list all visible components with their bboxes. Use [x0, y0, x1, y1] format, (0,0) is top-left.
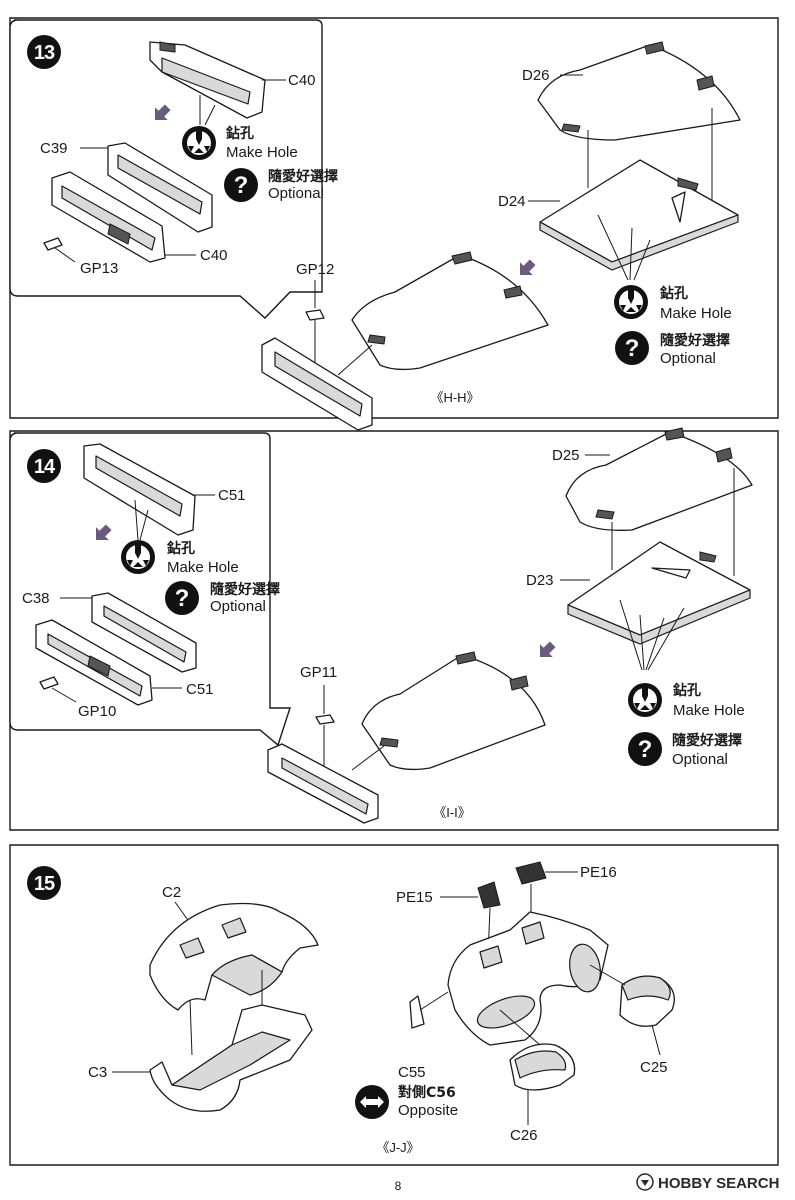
purple-arrow-icon [513, 255, 540, 282]
part-c38 [91, 592, 197, 673]
part-d23 [567, 541, 751, 645]
make-hole-cn: 鉆孔 [673, 682, 701, 699]
part-c40-bottom [51, 171, 166, 263]
part-gp11 [315, 714, 335, 725]
question-mark-icon [165, 581, 199, 615]
optional-cn: 隨愛好選擇 [672, 732, 742, 749]
watermark: HOBBY SEARCH [636, 1173, 779, 1192]
label-d26: D26 [522, 67, 550, 84]
part-pe16 [515, 861, 547, 885]
label-d24: D24 [498, 193, 526, 210]
label-d23: D23 [526, 572, 554, 589]
label-c55: C55 [398, 1064, 426, 1081]
optional-cn: 隨愛好選擇 [268, 168, 338, 185]
drill-hole-icon [628, 683, 662, 717]
label-d25: D25 [552, 447, 580, 464]
step-number: 14 [34, 456, 56, 478]
question-mark-icon [224, 168, 258, 202]
part-c51-top [83, 443, 196, 536]
part-d25 [565, 427, 753, 531]
step-15-badge: 15 [27, 866, 61, 900]
section-label-j: 《J-J》 [376, 1140, 419, 1155]
drill-hole-icon [182, 126, 216, 160]
step-14-panel: 14 C51 鉆孔 Make Hole 隨愛好選擇 Optional C38 C… [9, 427, 779, 831]
make-hole-en: Make Hole [226, 144, 298, 161]
part-c25 [619, 975, 675, 1027]
section-label-i: 《I-I》 [433, 805, 471, 820]
question-mark-icon [628, 732, 662, 766]
make-hole-en: Make Hole [660, 305, 732, 322]
step-13-panel: 13 C40 鉆孔 Make Hole 隨愛好選擇 Optional C39 [9, 17, 779, 431]
part-c51-bottom [35, 619, 153, 706]
watermark-text: HOBBY SEARCH [658, 1175, 779, 1192]
make-hole-en: Make Hole [167, 559, 239, 576]
part-c3 [149, 1004, 313, 1112]
label-pe16: PE16 [580, 864, 617, 881]
part-c2 [149, 902, 319, 1011]
opposite-en: Opposite [398, 1102, 458, 1119]
label-c25: C25 [640, 1059, 668, 1076]
assembly-i [267, 651, 546, 824]
label-c26: C26 [510, 1127, 538, 1144]
make-hole-cn: 鉆孔 [226, 125, 254, 142]
double-arrow-icon [355, 1085, 389, 1119]
page-number: 8 [395, 1179, 402, 1193]
part-c26 [509, 1043, 576, 1091]
optional-cn: 隨愛好選擇 [210, 581, 280, 598]
label-c38: C38 [22, 590, 50, 607]
part-c39 [107, 142, 213, 233]
label-gp12: GP12 [296, 261, 334, 278]
drill-hole-icon [121, 540, 155, 574]
step-number: 13 [34, 42, 55, 64]
label-gp13: GP13 [80, 260, 118, 277]
make-hole-cn: 鉆孔 [660, 285, 688, 302]
step-number: 15 [34, 873, 55, 895]
label-c51-bottom: C51 [186, 681, 214, 698]
part-d24 [539, 159, 739, 271]
part-d26 [537, 41, 741, 141]
step-15-frame [9, 844, 779, 1166]
label-c39: C39 [40, 140, 68, 157]
step-15-panel: 15 C2 C3 PE15 PE16 [9, 844, 779, 1166]
label-gp10: GP10 [78, 703, 116, 720]
optional-en: Optional [672, 751, 728, 768]
make-hole-cn: 鉆孔 [167, 540, 195, 557]
optional-en: Optional [210, 598, 266, 615]
label-c51-top: C51 [218, 487, 246, 504]
question-mark-icon [615, 331, 649, 365]
part-gp10 [39, 676, 59, 690]
make-hole-en: Make Hole [673, 702, 745, 719]
purple-arrow-icon [533, 637, 560, 664]
section-label-h: 《H-H》 [430, 390, 479, 405]
part-c40-top [149, 41, 266, 119]
part-gp12 [305, 309, 325, 321]
label-c2: C2 [162, 884, 181, 901]
drill-hole-icon [614, 285, 648, 319]
part-pe15 [477, 881, 501, 909]
assembly-h [261, 251, 549, 431]
label-gp11: GP11 [300, 664, 337, 681]
opposite-cn: 對側C56 [398, 1084, 456, 1101]
part-gp13 [43, 237, 63, 251]
optional-en: Optional [268, 185, 324, 202]
label-pe15: PE15 [396, 889, 433, 906]
label-c40-top: C40 [288, 72, 316, 89]
label-c3: C3 [88, 1064, 107, 1081]
step-13-badge: 13 [27, 35, 61, 69]
part-intake-duct [447, 911, 609, 1046]
optional-cn: 隨愛好選擇 [660, 332, 730, 349]
optional-en: Optional [660, 350, 716, 367]
label-c40-bottom: C40 [200, 247, 228, 264]
step-14-badge: 14 [27, 449, 61, 483]
part-c55 [409, 995, 425, 1029]
